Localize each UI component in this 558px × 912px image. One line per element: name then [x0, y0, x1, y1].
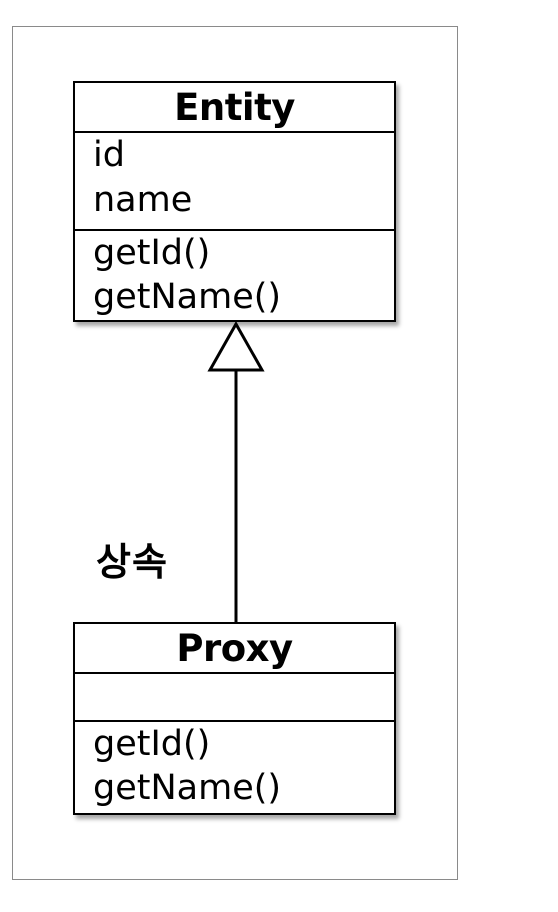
entity-operations: getId() getName() — [75, 231, 394, 320]
entity-attribute-name: name — [93, 180, 193, 220]
proxy-operations: getId() getName() — [75, 722, 394, 811]
relation-label: 상속 — [96, 540, 168, 584]
entity-attributes: id name — [75, 133, 394, 231]
proxy-operation-getid: getId() — [93, 724, 211, 764]
proxy-attributes — [75, 674, 394, 722]
proxy-class-name: Proxy — [75, 624, 394, 674]
entity-operation-getid: getId() — [93, 233, 211, 273]
inheritance-arrowhead — [207, 320, 265, 372]
proxy-operation-getname: getName() — [93, 768, 282, 808]
entity-attribute-id: id — [93, 135, 125, 175]
entity-class-box: Entity id name getId() getName() — [73, 81, 396, 322]
proxy-class-box: Proxy getId() getName() — [73, 622, 396, 815]
entity-class-name: Entity — [75, 83, 394, 133]
entity-operation-getname: getName() — [93, 277, 282, 317]
